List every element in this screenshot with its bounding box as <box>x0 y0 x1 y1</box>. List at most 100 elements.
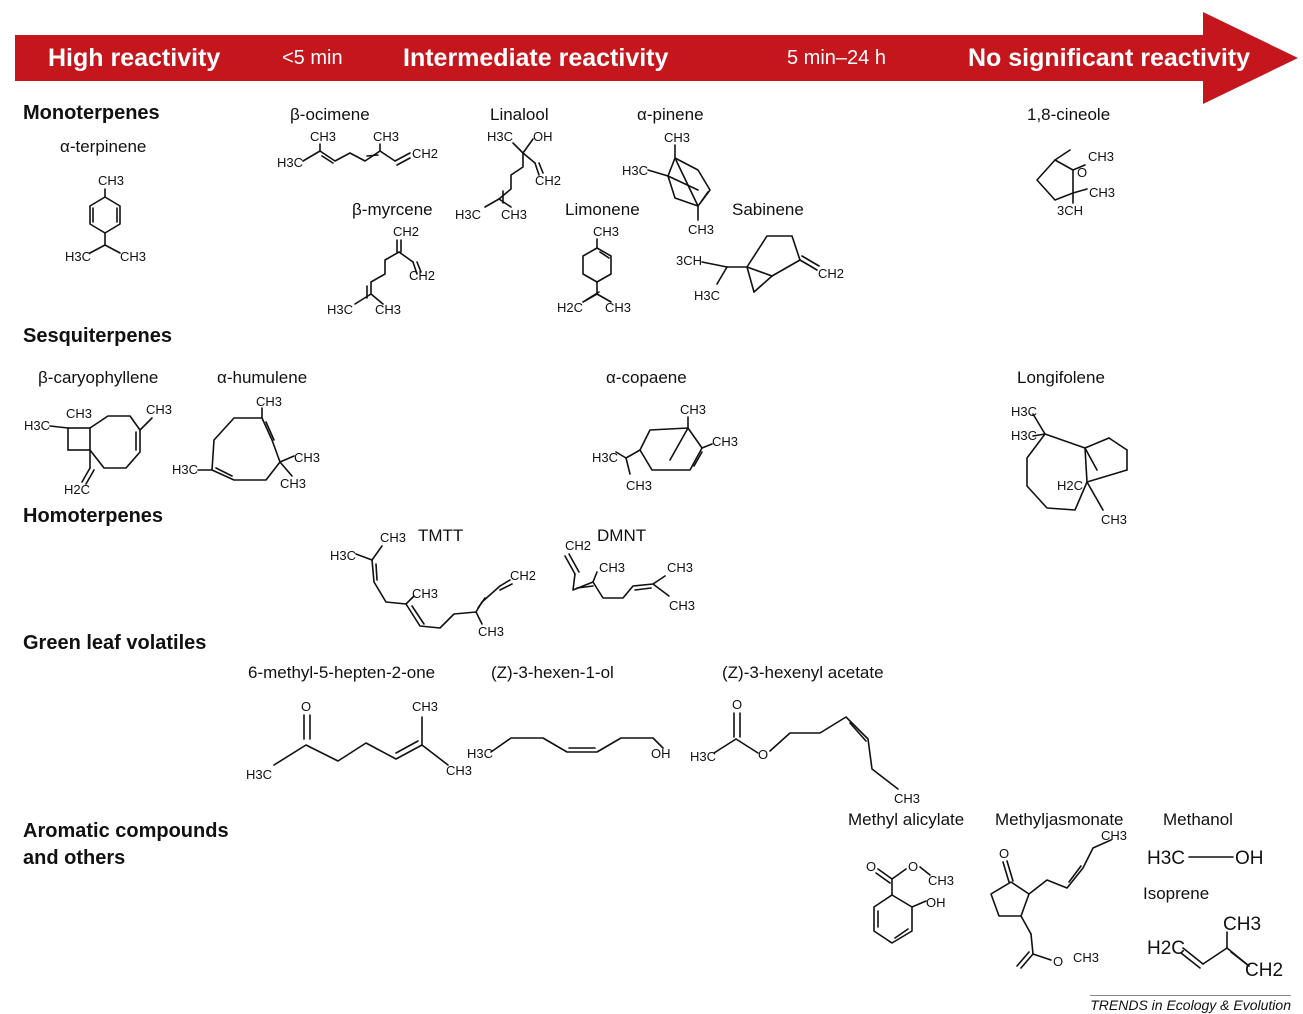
atom-label: CH3 <box>146 402 172 417</box>
atom-label: CH3 <box>501 207 527 222</box>
atom-label: CH3 <box>928 873 954 888</box>
atom-label: CH3 <box>688 222 714 237</box>
atom-label: CH2 <box>535 173 561 188</box>
atom-label: CH2 <box>565 538 591 553</box>
atom-label: H3C <box>592 450 618 465</box>
structure-alpha-pinene: CH3 H3C CH3 <box>622 130 714 237</box>
structure-sabinene: CH2 3CH H3C <box>676 235 844 303</box>
atom-label: OH <box>1235 848 1264 869</box>
structure-limonene: CH3 H2C CH3 <box>557 224 631 315</box>
atom-label: H3C <box>1011 404 1037 419</box>
name-beta-myrcene: β-myrcene <box>352 200 433 219</box>
structure-hexenyl-acetate: O H3C O CH3 <box>690 697 920 806</box>
atom-label: CH3 <box>446 763 472 778</box>
atom-label: OH <box>926 895 946 910</box>
structure-heptenone: O CH3 CH3 H3C <box>246 699 472 782</box>
atom-label: H3C <box>246 767 272 782</box>
atom-label: CH3 <box>712 434 738 449</box>
atom-label: H3C <box>467 746 493 761</box>
name-linalool: Linalool <box>490 105 549 124</box>
name-beta-ocimene: β-ocimene <box>290 105 370 124</box>
structure-beta-ocimene: CH3 CH3 H3C CH2 <box>277 129 438 170</box>
atom-label: CH3 <box>599 560 625 575</box>
category-sesquiterpenes: Sesquiterpenes <box>23 325 172 347</box>
atom-label: CH3 <box>669 598 695 613</box>
structure-isoprene: CH3 H2C CH2 <box>1147 914 1283 981</box>
atom-label: H3C <box>24 418 50 433</box>
structure-hexenol: H3C OH <box>467 737 671 761</box>
category-monoterpenes: Monoterpenes <box>23 102 160 124</box>
atom-label: O <box>866 859 876 874</box>
structure-methyl-salicylate: O O CH3 OH <box>866 859 954 944</box>
atom-label: H3C <box>277 155 303 170</box>
name-alpha-terpinene: α-terpinene <box>60 137 147 156</box>
atom-label: CH3 <box>375 302 401 317</box>
atom-label: CH3 <box>1089 185 1115 200</box>
structure-beta-caryophyllene: H3C CH3 CH3 H2C <box>24 402 172 497</box>
atom-label: CH3 <box>412 699 438 714</box>
atom-label: H3C <box>1147 848 1185 869</box>
atom-label: O <box>1077 165 1087 180</box>
name-methyl-jasmonate: Methyljasmonate <box>995 810 1124 829</box>
name-alpha-copaene: α-copaene <box>606 368 687 387</box>
atom-label: H2C <box>1057 478 1083 493</box>
structure-dmnt: CH2 CH3 CH3 CH3 <box>564 538 695 613</box>
atom-label: CH3 <box>280 476 306 491</box>
structure-longifolene: H3C H3C H2C CH3 <box>1011 404 1128 527</box>
atom-label: O <box>732 697 742 712</box>
atom-label: H3C <box>327 302 353 317</box>
structure-methanol: H3C OH <box>1147 848 1264 869</box>
atom-label: H3C <box>330 548 356 563</box>
name-sabinene: Sabinene <box>732 200 804 219</box>
atom-label: CH3 <box>894 791 920 806</box>
atom-label: CH2 <box>1245 960 1283 981</box>
atom-label: CH2 <box>393 224 419 239</box>
name-dmnt: DMNT <box>597 526 647 545</box>
banner-no-reactivity: No significant reactivity <box>968 44 1251 72</box>
atom-label: CH3 <box>667 560 693 575</box>
atom-label: CH3 <box>310 129 336 144</box>
name-limonene: Limonene <box>565 200 640 219</box>
atom-label: H3C <box>65 249 91 264</box>
atom-label: CH3 <box>1101 828 1127 843</box>
atom-label: H3C <box>487 129 513 144</box>
atom-label: CH3 <box>1088 149 1114 164</box>
atom-label: CH2 <box>409 268 435 283</box>
structure-beta-myrcene: CH2 CH2 H3C CH3 <box>327 224 435 317</box>
atom-label: CH2 <box>510 568 536 583</box>
atom-label: H3C <box>622 163 648 178</box>
atom-label: CH3 <box>256 394 282 409</box>
name-longifolene: Longifolene <box>1017 368 1105 387</box>
source-credit: TRENDS in Ecology & Evolution <box>1090 995 1291 1013</box>
name-heptenone: 6-methyl-5-hepten-2-one <box>248 663 436 682</box>
atom-label: O <box>758 747 768 762</box>
structure-alpha-terpinene: CH3 H3C CH3 <box>65 173 146 264</box>
atom-label: H3C <box>455 207 481 222</box>
structure-alpha-humulene: CH3 H3C CH3 CH3 <box>172 394 320 491</box>
atom-label: CH3 <box>478 624 504 639</box>
atom-label: 3CH <box>676 253 702 268</box>
category-green-leaf-volatiles: Green leaf volatiles <box>23 632 207 654</box>
name-alpha-humulene: α-humulene <box>217 368 308 387</box>
atom-label: CH3 <box>664 130 690 145</box>
atom-label: CH2 <box>818 266 844 281</box>
atom-label: CH3 <box>1223 914 1261 935</box>
banner-intermediate-reactivity: Intermediate reactivity <box>403 44 669 72</box>
atom-label: CH3 <box>380 530 406 545</box>
structure-tmtt: CH3 H3C CH3 CH3 CH2 <box>330 530 536 639</box>
name-cineole: 1,8-cineole <box>1027 105 1111 124</box>
structure-alpha-copaene: CH3 CH3 H3C CH3 <box>592 402 738 493</box>
name-alpha-pinene: α-pinene <box>637 105 704 124</box>
atom-label: CH2 <box>412 146 438 161</box>
structure-methyl-jasmonate: O CH3 O CH3 <box>990 828 1127 969</box>
name-tmtt: TMTT <box>418 526 464 545</box>
name-hexenyl-acetate: (Z)-3-hexenyl acetate <box>722 663 884 682</box>
atom-label: CH3 <box>66 406 92 421</box>
atom-label: O <box>1053 954 1063 969</box>
name-isoprene: Isoprene <box>1143 884 1210 903</box>
banner-high-reactivity: High reactivity <box>48 44 221 72</box>
atom-label: CH3 <box>120 249 146 264</box>
atom-label: O <box>908 859 918 874</box>
atom-label: CH3 <box>605 300 631 315</box>
atom-label: OH <box>533 129 553 144</box>
